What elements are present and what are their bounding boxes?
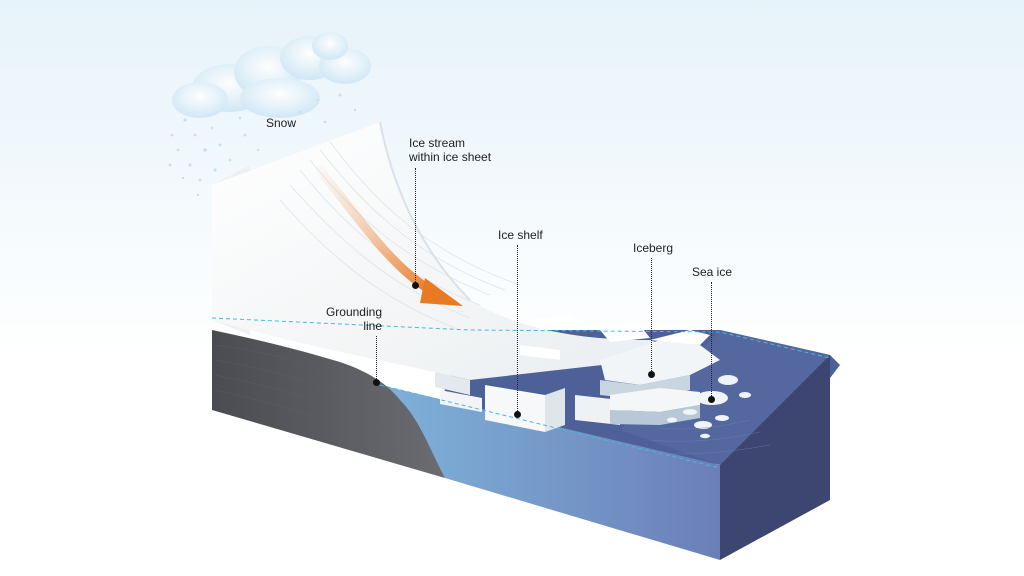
leader-ice-stream [415,168,416,284]
leader-grounding-line [376,336,377,381]
snowfall [168,93,357,197]
sea-ice-floes [667,375,751,439]
marker-iceberg [647,370,655,378]
ice-flow-lines [279,141,521,329]
label-ice-stream-line2: within ice sheet [409,150,492,164]
label-ice-shelf: Ice shelf [498,228,543,242]
leader-iceberg [651,258,652,373]
label-snow: Snow [266,116,297,130]
bedrock [212,330,445,478]
iceberg-cluster [600,330,720,425]
leader-sea-ice [711,282,712,398]
ice-shelf-blocks [435,315,650,432]
marker-ice-stream [411,281,419,289]
marker-ice-shelf [513,410,521,418]
label-ice-stream-line1: Ice stream [409,136,466,150]
marker-grounding-line [372,378,380,386]
snow-cloud [172,32,371,118]
label-grounding-line2: line [363,319,382,333]
sea-level-line [211,317,831,469]
label-sea-ice: Sea ice [692,265,733,279]
label-grounding-line1: Grounding [325,305,382,319]
label-ice-stream: Ice stream within ice sheet [409,136,491,164]
label-iceberg: Iceberg [633,241,674,255]
ice-flow-arrow [315,165,463,306]
ocean-side [720,355,830,560]
leader-ice-shelf [517,245,518,413]
label-grounding-line: Grounding line [316,305,382,333]
marker-sea-ice [707,395,715,403]
ocean-front [380,385,720,560]
